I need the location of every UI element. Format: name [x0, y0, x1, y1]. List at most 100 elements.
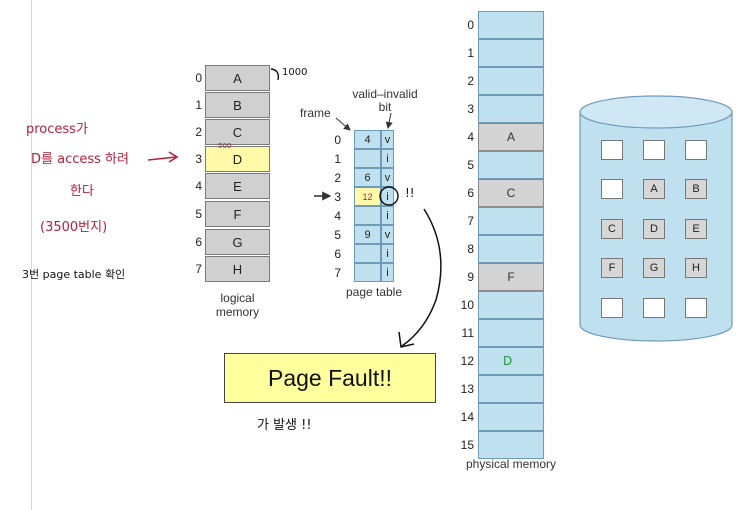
logical-cell-highlighted: D — [205, 146, 270, 172]
logical-cell: E — [205, 173, 270, 199]
physical-memory-caption: physical memory — [465, 457, 557, 471]
process-note-4: (3500번지) — [40, 220, 108, 235]
process-note-3: 한다 — [70, 184, 94, 199]
occurs-note: 가 발생 !! — [257, 418, 312, 433]
physical-cell — [478, 235, 544, 263]
page-table-frame: 6 — [354, 168, 381, 187]
physical-cell — [478, 375, 544, 403]
physical-index: 7 — [467, 214, 474, 228]
page-table-index: 3 — [334, 190, 341, 204]
physical-index: 8 — [467, 242, 474, 256]
disk-block-filled: F — [601, 258, 623, 278]
logical-index: 6 — [195, 235, 202, 249]
page-table-frame-header: frame — [300, 106, 331, 120]
disk-block-filled: E — [685, 219, 707, 239]
page-table-bit: v — [381, 130, 394, 149]
disk-block — [685, 298, 707, 318]
logical-cell: C — [205, 119, 270, 145]
physical-index: 1 — [467, 46, 474, 60]
logical-cell: F — [205, 201, 270, 227]
page-table-12-note: 12 — [362, 192, 373, 202]
logical-memory-caption-2: memory — [215, 305, 260, 319]
physical-index: 12 — [460, 354, 474, 368]
physical-cell — [478, 39, 544, 67]
bit-header-arrow — [385, 112, 393, 129]
physical-cell — [478, 11, 544, 39]
note-1000: 1000 — [282, 67, 308, 78]
physical-cell — [478, 291, 544, 319]
disk-block-filled: H — [685, 258, 707, 278]
fault-arrow — [401, 208, 442, 347]
physical-cell — [478, 319, 544, 347]
logical-cell: A — [205, 65, 270, 91]
physical-index: 5 — [467, 158, 474, 172]
logical-index: 7 — [195, 262, 202, 276]
check-page-table-note: 3번 page table 확인 — [22, 268, 126, 281]
page-table-bit: i — [381, 206, 394, 225]
physical-d-note: D — [503, 354, 513, 368]
exclaim-note: !! — [405, 186, 415, 200]
frame-header-arrow — [335, 117, 351, 131]
page-table-frame — [354, 244, 381, 263]
process-arrow — [147, 156, 177, 161]
physical-cell-filled: A — [478, 123, 544, 151]
logical-index: 5 — [195, 207, 202, 221]
page-table-frame — [354, 263, 381, 282]
physical-index: 14 — [460, 410, 474, 424]
physical-index: 0 — [467, 18, 474, 32]
page-table-frame — [354, 149, 381, 168]
logical-index: 2 — [195, 125, 202, 139]
physical-cell — [478, 207, 544, 235]
page-table-index: 1 — [334, 152, 341, 166]
physical-cell-filled: F — [478, 263, 544, 291]
page-table-valid-header-1: valid–invalid — [352, 87, 418, 101]
page-table-index: 5 — [334, 228, 341, 242]
disk-block-filled: D — [643, 219, 665, 239]
brace-stroke — [270, 68, 280, 81]
page-table-caption: page table — [345, 285, 403, 299]
page-table-index: 6 — [334, 247, 341, 261]
page-table-index: 0 — [334, 133, 341, 147]
disk-block — [601, 298, 623, 318]
logical-index: 4 — [195, 179, 202, 193]
page-table-valid-header-2: bit — [378, 100, 392, 114]
logical-cell: H — [205, 256, 270, 282]
physical-index: 13 — [460, 382, 474, 396]
disk-block-filled: G — [643, 258, 665, 278]
notebook-margin-line — [31, 0, 32, 510]
physical-index: 4 — [467, 130, 474, 144]
page-table-frame: 9 — [354, 225, 381, 244]
disk-block — [643, 298, 665, 318]
physical-index: 15 — [460, 438, 474, 452]
physical-index: 3 — [467, 102, 474, 116]
physical-index: 10 — [460, 298, 474, 312]
logical-index: 0 — [195, 71, 202, 85]
page-table-frame: 4 — [354, 130, 381, 149]
physical-cell — [478, 403, 544, 431]
disk-block — [601, 140, 623, 160]
physical-cell-filled: C — [478, 179, 544, 207]
page-fault-box: Page Fault!! — [224, 353, 436, 403]
disk-block-filled: C — [601, 219, 623, 239]
process-note-2: D를 access 하려 — [31, 152, 129, 167]
physical-index: 6 — [467, 186, 474, 200]
logical-cell: B — [205, 92, 270, 118]
physical-index: 9 — [467, 270, 474, 284]
disk-block-filled: A — [643, 179, 665, 199]
physical-cell — [478, 67, 544, 95]
physical-cell — [478, 151, 544, 179]
physical-cell — [478, 95, 544, 123]
page-table-index: 2 — [334, 171, 341, 185]
disk-block — [643, 140, 665, 160]
page-table-bit: v — [381, 225, 394, 244]
process-note-1: process가 — [26, 122, 88, 137]
page-table-bit: i — [381, 149, 394, 168]
physical-index: 11 — [461, 326, 474, 340]
disk-block — [685, 140, 707, 160]
physical-cell: D — [478, 347, 544, 375]
page-table-index: 4 — [334, 209, 341, 223]
logical-index: 1 — [195, 98, 202, 112]
page-table-bit: i — [381, 244, 394, 263]
physical-cell — [478, 431, 544, 459]
